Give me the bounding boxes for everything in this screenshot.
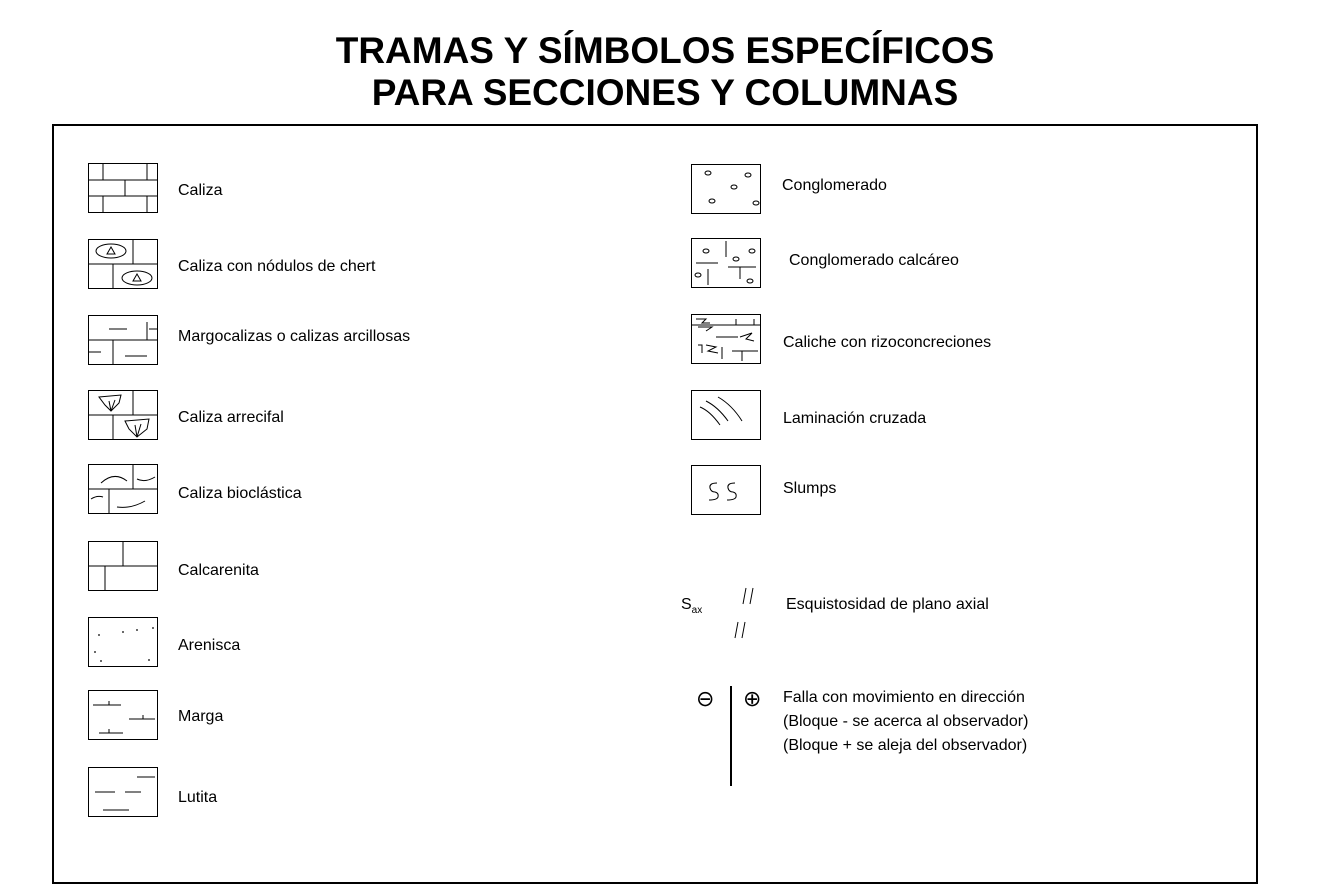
schistosity-symbol-s: S xyxy=(681,596,692,613)
page-title-line-2: PARA SECCIONES Y COLUMNAS xyxy=(371,72,959,113)
legend-label-calcarenita: Calcarenita xyxy=(178,562,259,579)
caliche-pattern-icon xyxy=(691,314,761,364)
schistosity-symbol: Sax xyxy=(681,595,702,621)
fault-label-line-3: (Bloque + se aleja del observador) xyxy=(783,737,1028,754)
caliza-arrecifal-pattern-icon xyxy=(88,390,158,440)
page-title-line-1: TRAMAS Y SÍMBOLOS ESPECÍFICOS xyxy=(335,30,995,71)
fault-plus-symbol: ⊕ xyxy=(743,686,762,711)
legend-label-laminacion-cruzada: Laminación cruzada xyxy=(783,410,927,427)
fault-line xyxy=(730,686,732,786)
legend-label-caliche: Caliche con rizoconcreciones xyxy=(783,334,992,351)
arenisca-pattern-icon xyxy=(88,617,158,667)
legend-label-conglomerado: Conglomerado xyxy=(782,177,887,194)
legend-label-lutita: Lutita xyxy=(178,789,218,806)
caliza-pattern-icon xyxy=(88,163,158,213)
laminacion-cruzada-pattern-icon xyxy=(691,390,761,440)
legend-label-caliza-arrecifal: Caliza arrecifal xyxy=(178,409,284,426)
caliza-chert-pattern-icon xyxy=(88,239,158,289)
lutita-pattern-icon xyxy=(88,767,158,817)
legend-label-caliza-bioclastica: Caliza bioclástica xyxy=(178,485,302,502)
conglomerado-pattern-icon xyxy=(691,164,761,214)
legend-label-margocaliza: Margocalizas o calizas arcillosas xyxy=(178,328,411,345)
slumps-pattern-icon xyxy=(691,465,761,515)
double-slash-icon xyxy=(730,584,760,644)
legend-label-caliza-chert: Caliza con nódulos de chert xyxy=(178,258,376,275)
legend-label-marga: Marga xyxy=(178,708,224,725)
legend-label-schistosity: Esquistosidad de plano axial xyxy=(786,596,989,613)
legend-frame xyxy=(52,124,1258,884)
legend-label-slumps: Slumps xyxy=(783,480,837,497)
legend-label-conglomerado-calcareo: Conglomerado calcáreo xyxy=(789,252,959,269)
fault-minus-symbol: ⊖ xyxy=(696,686,715,711)
calcarenita-pattern-icon xyxy=(88,541,158,591)
legend-label-caliza: Caliza xyxy=(178,182,223,199)
fault-label-line-1: Falla con movimiento en dirección xyxy=(783,689,1025,706)
marga-pattern-icon xyxy=(88,690,158,740)
margocaliza-pattern-icon xyxy=(88,315,158,365)
caliza-bioclastica-pattern-icon xyxy=(88,464,158,514)
conglomerado-calcareo-pattern-icon xyxy=(691,238,761,288)
fault-label-line-2: (Bloque - se acerca al observador) xyxy=(783,713,1029,730)
legend-label-arenisca: Arenisca xyxy=(178,637,241,654)
schistosity-symbol-subscript: ax xyxy=(691,605,703,617)
